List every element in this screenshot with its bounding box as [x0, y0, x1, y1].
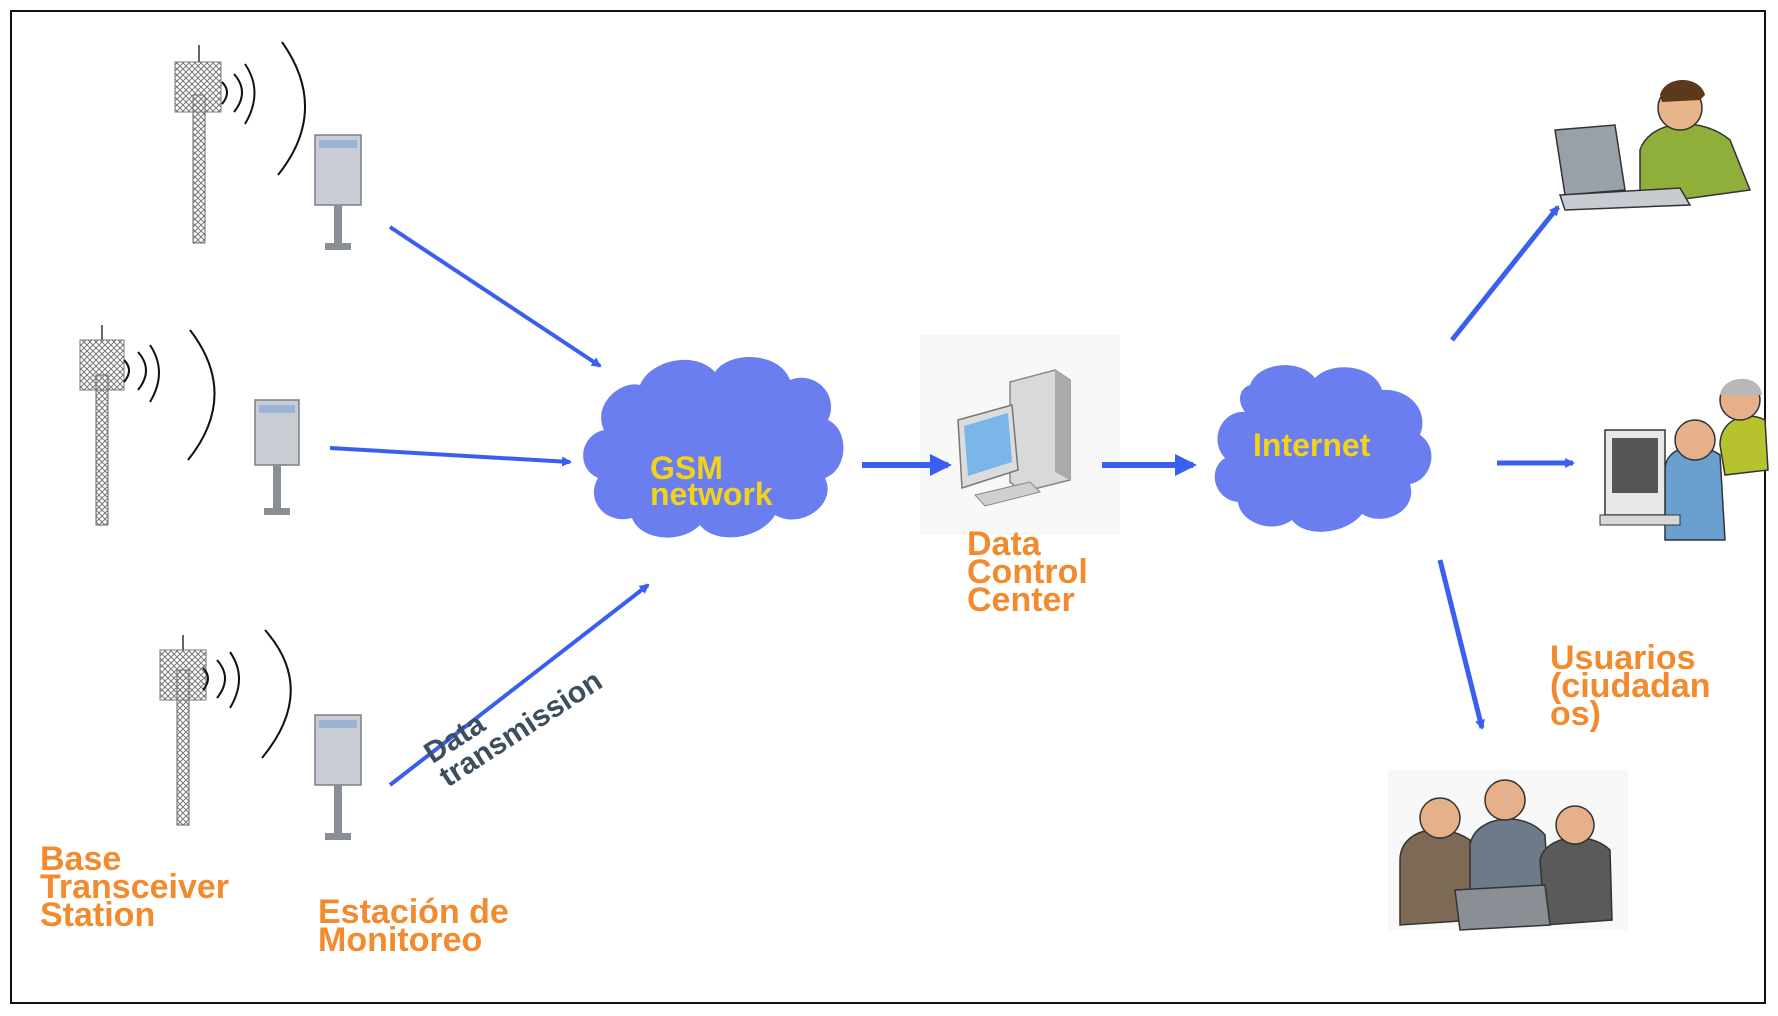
- arrow-internet-to-user3: [1437, 559, 1485, 730]
- cloud-icon: [1214, 365, 1432, 532]
- gsm-network-label: GSM network: [650, 450, 773, 512]
- radio-waves-icon: [123, 329, 216, 461]
- arrow-station2-to-gsm: [329, 446, 572, 467]
- bts-label: Base Transceiver Station: [40, 840, 230, 934]
- monitoring-station-icon: [254, 399, 300, 515]
- couple-at-computer-icon: [1599, 378, 1769, 541]
- arrow-station1-to-gsm: [388, 225, 602, 368]
- cell-tower-icon: [159, 635, 207, 826]
- cell-tower-icon: [174, 45, 222, 244]
- arrow-internet-to-user1: [1450, 205, 1560, 342]
- cloud-icon: [583, 357, 844, 538]
- station-label: Estación de Monitoreo: [318, 893, 509, 959]
- arrow-station3-to-gsm: [388, 583, 650, 787]
- data-control-center-label: Data Control Center: [967, 525, 1088, 619]
- user-at-laptop-icon: [1554, 80, 1752, 211]
- arrows: [329, 205, 1575, 787]
- radio-waves-icon: [202, 629, 292, 759]
- users-label: Usuarios (ciudadan os): [1550, 639, 1711, 733]
- internet-label: Internet: [1253, 427, 1371, 463]
- monitoring-station-icon: [314, 134, 362, 250]
- group-at-laptop-icon: [1388, 770, 1628, 931]
- radio-waves-icon: [221, 41, 307, 176]
- monitoring-station-icon: [314, 714, 362, 840]
- computer-icon: [920, 335, 1120, 535]
- cell-tower-icon: [79, 325, 125, 526]
